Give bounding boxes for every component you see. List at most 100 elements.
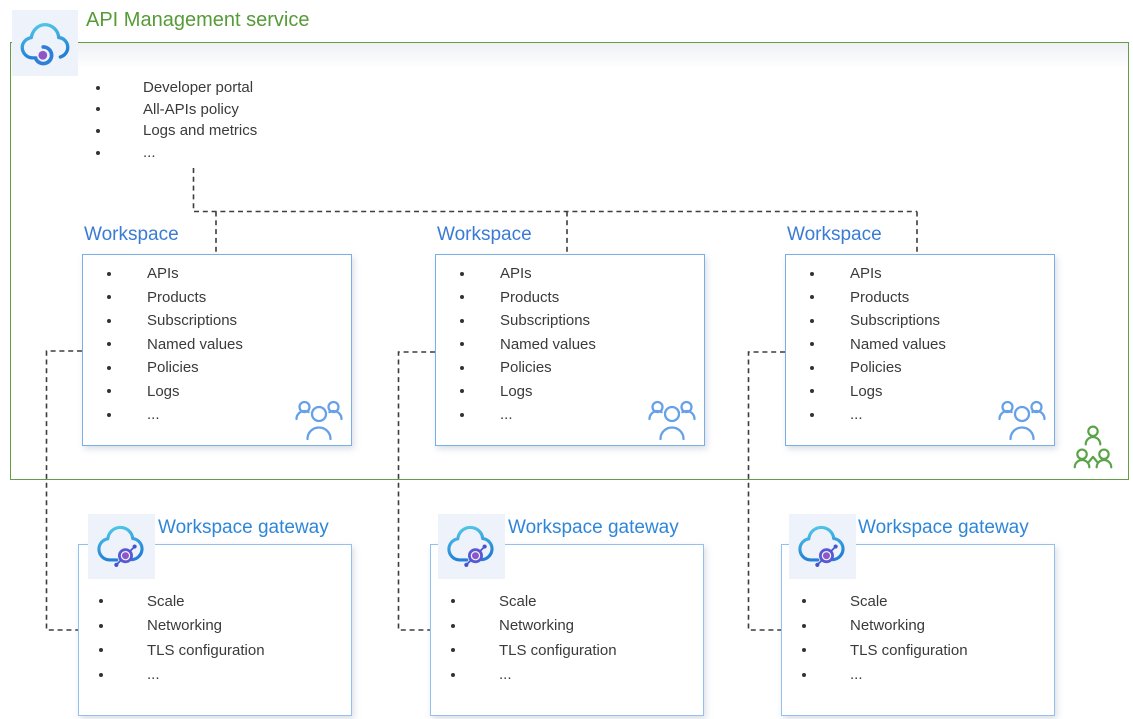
bullet [96,150,100,155]
bullet [107,389,111,394]
list-item: All-APIs policy [96,99,257,121]
list-item: TLS configuration [802,638,968,663]
list-item: Developer portal [96,77,257,99]
workspace-gateway-icon-tile [88,514,155,579]
gateway-1-title: Workspace gateway [158,517,329,538]
list-item: ... [96,142,257,164]
list-item: Named values [460,333,596,357]
workspace-feature-list: APIs Products Subscriptions Named values… [107,262,243,427]
bullet [810,389,814,394]
bullet [460,389,464,394]
bullet [460,295,464,300]
people-group-icon [998,400,1046,440]
workspace-1-box: APIs Products Subscriptions Named values… [82,254,352,446]
list-item: Subscriptions [460,309,596,333]
bullet [107,365,111,370]
list-item: Products [460,286,596,310]
gateway-feature-list: Scale Networking TLS configuration ... [451,589,617,687]
list-item: TLS configuration [451,638,617,663]
api-management-cloud-icon [20,22,70,66]
list-item: Networking [451,614,617,639]
workspace-gateway-cloud-icon [446,525,494,567]
people-group-icon [648,400,696,440]
bullet [451,623,455,628]
bullet [802,672,806,677]
workspace-gateway-cloud-icon [96,525,144,567]
list-item: APIs [107,262,243,286]
bullet [810,271,814,276]
bullet [460,365,464,370]
bullet [810,342,814,347]
bullet [99,648,103,653]
bullet [810,318,814,323]
bullet [810,412,814,417]
list-item: Subscriptions [107,309,243,333]
list-item: Logs [107,380,243,404]
workspace-3-box: APIs Products Subscriptions Named values… [785,254,1055,446]
list-item: TLS configuration [99,638,265,663]
list-item: ... [107,403,243,427]
workspace-feature-list: APIs Products Subscriptions Named values… [810,262,946,427]
bullet [460,342,464,347]
bullet [810,365,814,370]
bullet [99,672,103,677]
bullet [802,648,806,653]
workspace-1-title: Workspace [84,224,179,245]
bullet [107,412,111,417]
bullet [460,271,464,276]
gateway-feature-list: Scale Networking TLS configuration ... [802,589,968,687]
bullet [96,85,100,90]
list-item: Subscriptions [810,309,946,333]
list-item: APIs [460,262,596,286]
list-item: Scale [99,589,265,614]
list-item: Logs [460,380,596,404]
api-management-icon-tile [12,10,78,76]
bullet [107,271,111,276]
workspace-2-box: APIs Products Subscriptions Named values… [435,254,705,446]
workspace-gateway-icon-tile [438,514,505,579]
workspace-gateway-icon-tile [789,514,856,579]
list-item: Networking [802,614,968,639]
gateway-2-title: Workspace gateway [508,517,679,538]
list-item: Logs and metrics [96,120,257,142]
bullet [107,318,111,323]
workspace-feature-list: APIs Products Subscriptions Named values… [460,262,596,427]
list-item: Products [107,286,243,310]
list-item: ... [810,403,946,427]
bullet [451,648,455,653]
bullet [99,599,103,604]
list-item: Scale [451,589,617,614]
list-item: Policies [810,356,946,380]
bullet [96,107,100,112]
list-item: Networking [99,614,265,639]
people-group-icon [295,400,343,440]
list-item: Scale [802,589,968,614]
bullet [460,318,464,323]
workspace-gateway-cloud-icon [797,525,845,567]
bullet [451,672,455,677]
bullet [460,412,464,417]
bullet [96,128,100,133]
bullet [99,623,103,628]
service-feature-list: Developer portal All-APIs policy Logs an… [96,77,257,163]
list-item: Products [810,286,946,310]
bullet [810,295,814,300]
list-item: Logs [810,380,946,404]
workspace-2-title: Workspace [437,224,532,245]
gateway-3-title: Workspace gateway [858,517,1029,538]
bullet [107,342,111,347]
bullet [107,295,111,300]
gateway-feature-list: Scale Networking TLS configuration ... [99,589,265,687]
bullet [802,623,806,628]
list-item: ... [460,403,596,427]
service-title: API Management service [86,9,310,31]
list-item: Named values [810,333,946,357]
list-item: Policies [107,356,243,380]
list-item: Named values [107,333,243,357]
list-item: APIs [810,262,946,286]
list-item: Policies [460,356,596,380]
bullet [802,599,806,604]
workspace-3-title: Workspace [787,224,882,245]
list-item: ... [802,663,968,688]
list-item: ... [451,663,617,688]
